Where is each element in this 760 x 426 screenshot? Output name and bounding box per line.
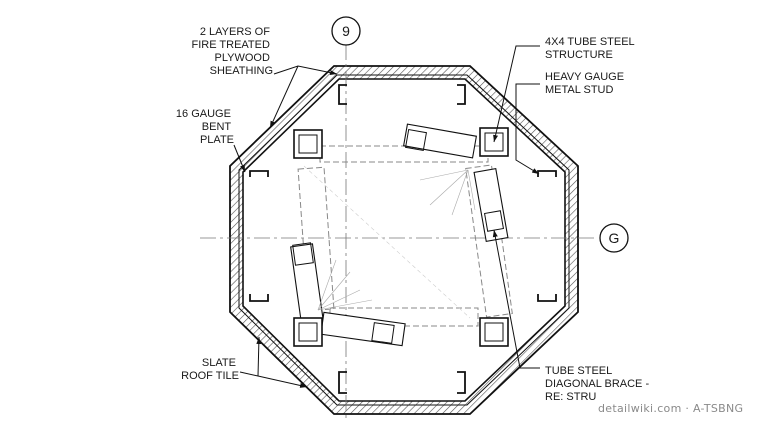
column-se [479, 317, 509, 347]
stud-left-bottom [249, 294, 269, 302]
brace-top [402, 123, 478, 159]
leader-plywood-b [269, 65, 299, 129]
callout-bent-plate: 16 GAUGE BENT PLATE [176, 108, 234, 146]
leader-metal-stud [515, 83, 540, 175]
metal-studs [249, 84, 557, 394]
brace-right [473, 167, 509, 243]
tube-steel-columns [293, 127, 509, 347]
grid-bubble-g: G [599, 223, 629, 253]
grid-label-9: 9 [342, 23, 350, 39]
column-sw [293, 317, 323, 347]
leader-lines [233, 45, 540, 388]
diagonal-braces [290, 123, 509, 347]
callout-slate-roof-tile: SLATE ROOF TILE [181, 357, 239, 382]
stud-right-bottom [537, 294, 557, 302]
tube-end-top [404, 128, 428, 152]
watermark: detailwiki.com · A-TSBNG [598, 402, 743, 415]
callout-tube-steel-structure: 4X4 TUBE STEEL STRUCTURE [545, 36, 637, 61]
tube-end-bottom [371, 322, 395, 344]
callout-heavy-gauge-metal-stud: HEAVY GAUGE METAL STUD [545, 71, 627, 96]
callout-diagonal-brace: TUBE STEEL DIAGONAL BRACE - RE: STRU [545, 365, 652, 403]
tube-end-right [483, 210, 505, 232]
octagon-wall [229, 65, 579, 415]
brace-tube-ends [292, 128, 505, 344]
leader-diagonal-brace [492, 229, 540, 369]
tube-end-left [292, 242, 314, 266]
grid-label-g: G [609, 230, 620, 246]
grid-bubble-9: 9 [331, 16, 361, 46]
hidden-lines [303, 165, 476, 319]
stud-bottom-left [338, 371, 347, 394]
grid-lines [200, 44, 598, 420]
leader-bent-plate [233, 144, 246, 173]
beam-right [465, 164, 513, 318]
leader-tube-steel [493, 45, 540, 143]
stud-left-top [249, 170, 269, 177]
column-nw [293, 129, 323, 159]
leader-slate-b [256, 336, 262, 377]
stud-bottom-right [457, 371, 466, 394]
callout-plywood-sheathing: 2 LAYERS OF FIRE TREATED PLYWOOD SHEATHI… [192, 26, 274, 77]
stud-right-top [537, 170, 557, 177]
stud-top-right [457, 84, 466, 105]
stud-top-left [338, 84, 347, 105]
